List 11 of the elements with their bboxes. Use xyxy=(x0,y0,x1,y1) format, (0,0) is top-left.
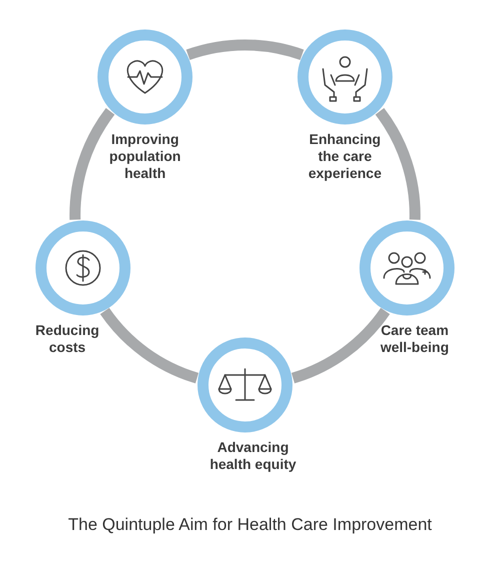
node-label: Enhancing the care experience xyxy=(307,131,382,182)
ring-arc xyxy=(186,39,304,60)
ring-arc xyxy=(375,108,420,220)
node-label: Care team well-being xyxy=(379,322,450,356)
node-label: Improving population health xyxy=(108,131,182,182)
node-label: Reducing costs xyxy=(34,322,100,356)
ring-arc xyxy=(100,308,199,384)
caption: The Quintuple Aim for Health Care Improvement xyxy=(67,515,433,535)
ring-arc xyxy=(70,108,115,220)
ring-arc xyxy=(291,308,390,384)
node-label: Advancing health equity xyxy=(208,439,298,473)
